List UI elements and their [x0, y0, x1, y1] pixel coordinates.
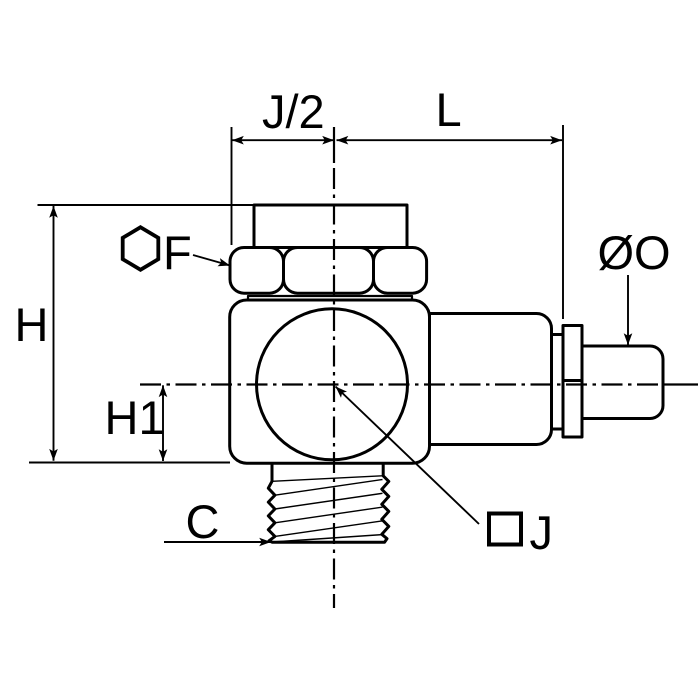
svg-text:J: J	[530, 506, 554, 559]
svg-text:L: L	[436, 83, 462, 136]
svg-text:ØO: ØO	[598, 226, 671, 279]
svg-text:H: H	[15, 298, 49, 351]
svg-text:J/2: J/2	[262, 85, 325, 138]
svg-text:H1: H1	[105, 391, 165, 444]
svg-text:F: F	[163, 226, 192, 279]
svg-text:C: C	[186, 495, 220, 548]
